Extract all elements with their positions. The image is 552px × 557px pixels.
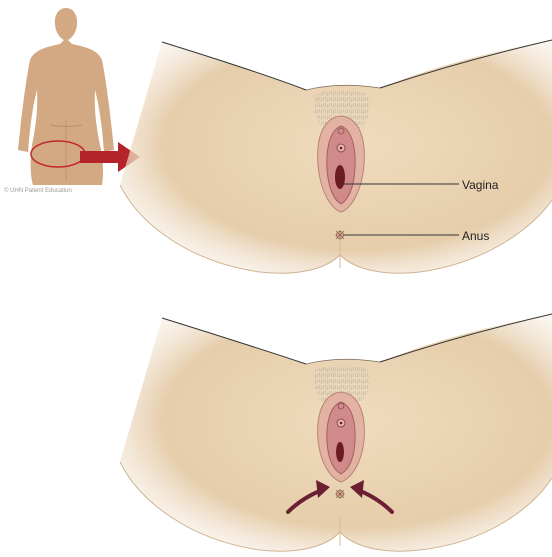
copyright-text: © UHN Patient Education: [4, 187, 72, 194]
vaginal-opening-bottom: [336, 442, 344, 462]
labia-inner-bottom: [327, 402, 355, 474]
bottom-perineum-view: [120, 314, 552, 551]
anus-label: Anus: [462, 229, 489, 243]
anus-top: [335, 230, 345, 240]
vaginal-opening-top: [335, 165, 345, 189]
vagina-label: Vagina: [462, 178, 499, 192]
anus-bottom: [335, 489, 345, 499]
